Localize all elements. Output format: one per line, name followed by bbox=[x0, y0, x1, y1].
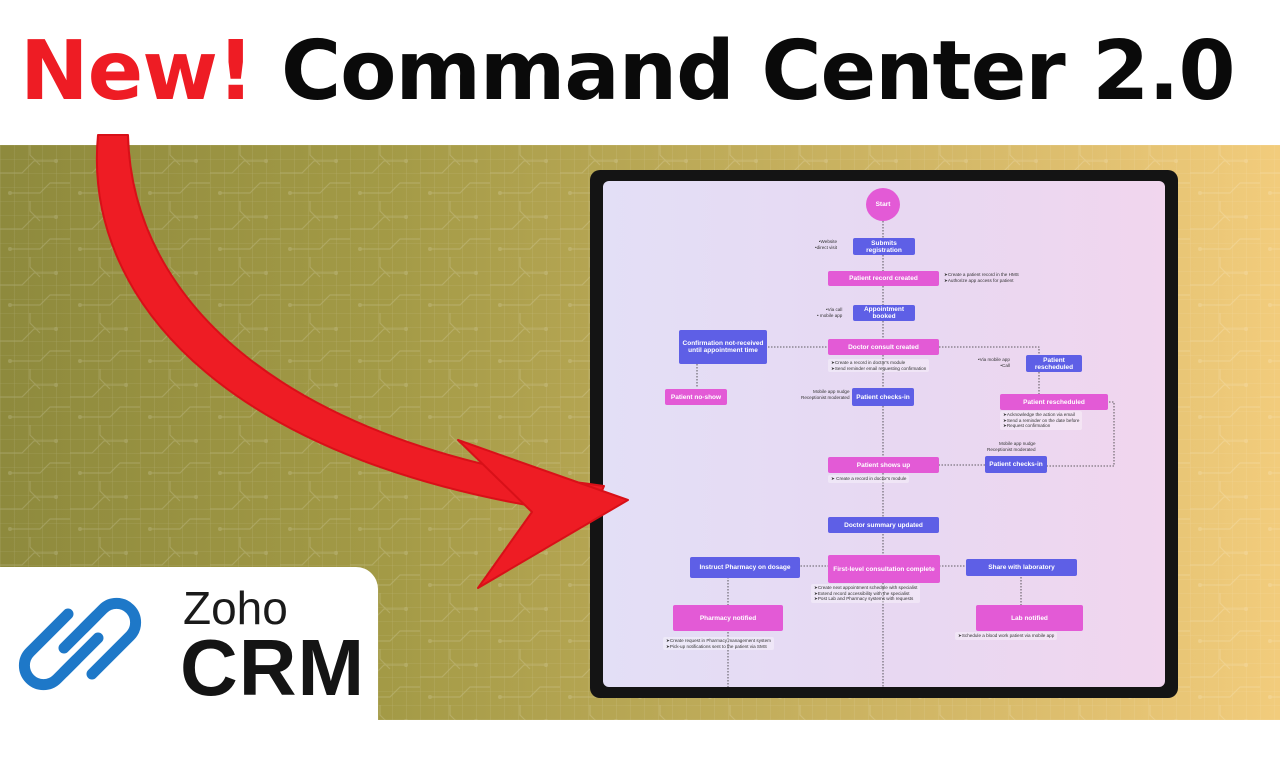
doctor-consult-notes: ➤Create a record in doctor's module ➤Sen… bbox=[828, 359, 930, 373]
patient-shows-up-node: Patient shows up bbox=[828, 457, 939, 473]
patient-rescheduled-blue-node: Patient rescheduled bbox=[1026, 355, 1082, 372]
first-level-notes: ➤Create next appointment schedule with s… bbox=[811, 584, 921, 603]
booking-channels: •Via call • mobile app bbox=[817, 307, 843, 318]
checkin-channels-1: Mobile app nudge Receptionist moderated bbox=[801, 389, 850, 400]
logo-brand: Zoho bbox=[183, 582, 288, 634]
reschedule-channels: •Via mobile app •Call bbox=[978, 357, 1010, 368]
first-level-consultation-node: First-level consultation complete bbox=[828, 555, 940, 583]
patient-record-created-node: Patient record created bbox=[828, 271, 939, 286]
page-title: New! Command Center 2.0 bbox=[20, 22, 1236, 122]
instruct-pharmacy-node: Instruct Pharmacy on dosage bbox=[690, 557, 800, 578]
registration-channels: •Website •direct visit bbox=[815, 239, 838, 250]
patient-checks-in-2-node: Patient checks-in bbox=[985, 456, 1047, 473]
lab-notes: ➤Schedule a blood work patient via mobil… bbox=[955, 632, 1058, 640]
submits-registration-node: Submits registration bbox=[853, 238, 915, 255]
patient-rescheduled-pink-node: Patient rescheduled bbox=[1000, 394, 1108, 410]
share-with-laboratory-node: Share with laboratory bbox=[966, 559, 1077, 576]
new-highlight: New! bbox=[20, 24, 254, 119]
patient-shows-up-notes: ➤ Create a record in doctor's module bbox=[828, 475, 910, 483]
flowchart: Start •Website •direct visit Submits reg… bbox=[603, 181, 1165, 687]
checkin-channels-2: Mobile app nudge Receptionist moderated bbox=[987, 441, 1036, 452]
header: New! Command Center 2.0 bbox=[0, 0, 1280, 145]
patient-no-show-node: Patient no-show bbox=[665, 389, 727, 405]
patient-rescheduled-notes: ➤Acknowledge the action via email ➤Send … bbox=[1000, 411, 1083, 430]
logo-product: CRM bbox=[180, 623, 366, 712]
zoho-interlinked-rings-icon bbox=[18, 597, 142, 691]
flow-connectors bbox=[696, 221, 1115, 687]
doctor-summary-updated-node: Doctor summary updated bbox=[828, 517, 939, 533]
patient-checks-in-1-node: Patient checks-in bbox=[852, 388, 914, 406]
title-text: Command Center 2.0 bbox=[280, 24, 1236, 119]
patient-record-notes: ➤Create a patient record in the HMS ➤Aut… bbox=[944, 272, 1019, 283]
pharmacy-notified-node: Pharmacy notified bbox=[673, 605, 783, 631]
appointment-booked-node: Appointment booked bbox=[853, 305, 915, 321]
doctor-consult-created-node: Doctor consult created bbox=[828, 339, 939, 355]
pharmacy-notes: ➤Create request in Pharmacy management s… bbox=[663, 637, 774, 651]
confirmation-not-received-node: Confirmation not-received until appointm… bbox=[679, 330, 767, 364]
start-node: Start bbox=[866, 188, 900, 221]
lab-notified-node: Lab notified bbox=[976, 605, 1083, 631]
